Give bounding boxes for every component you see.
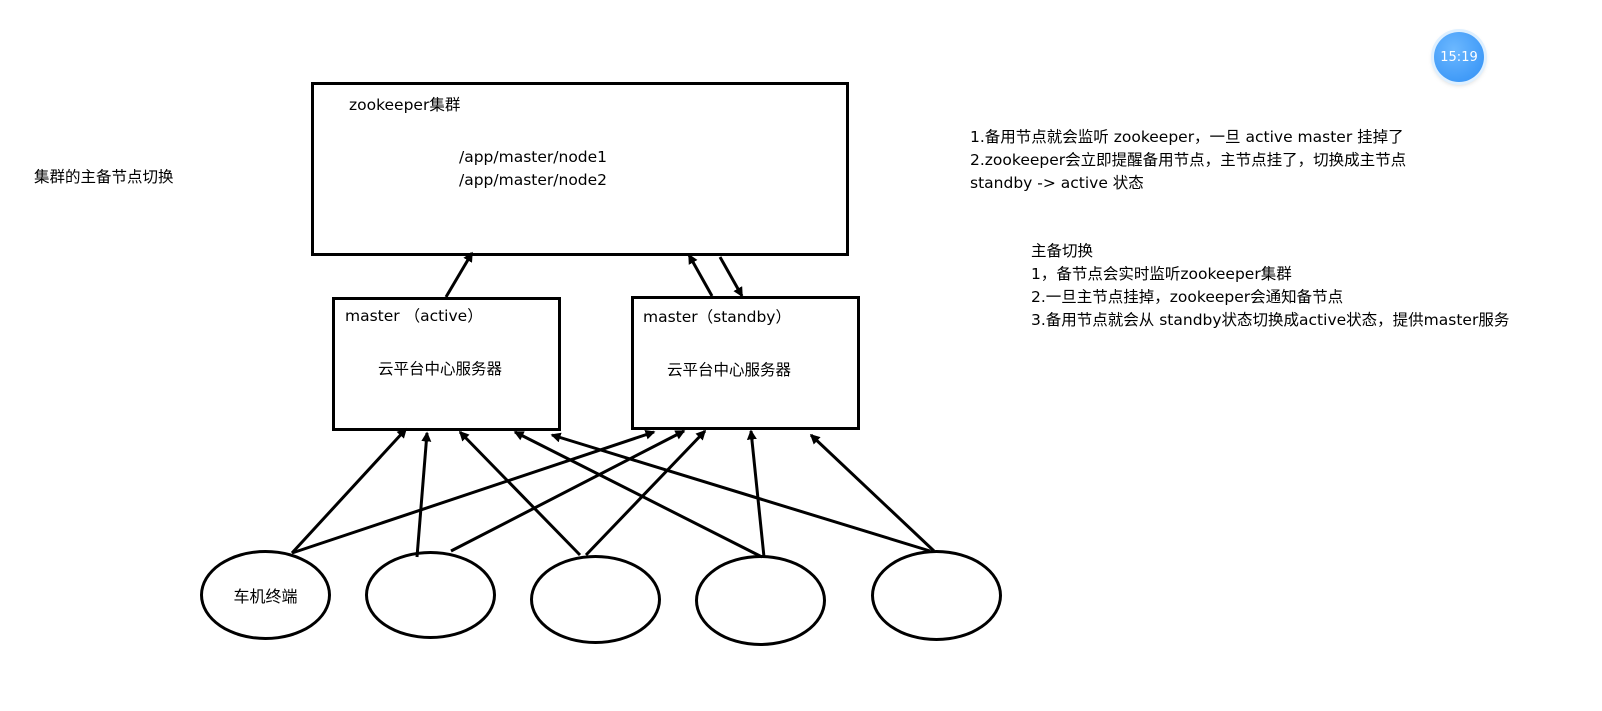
terminal-3[interactable] bbox=[530, 555, 661, 644]
arrow-t5-to-standby bbox=[809, 433, 936, 553]
arrow-zookeeper-to-standby bbox=[718, 256, 744, 298]
zookeeper-cluster-box[interactable]: zookeeper集群 /app/master/node1 /app/maste… bbox=[311, 82, 849, 256]
zookeeper-node-2: /app/master/node2 bbox=[459, 171, 608, 189]
arrow-t1-to-active bbox=[290, 427, 408, 555]
notes-2-line-1: 主备切换 bbox=[1031, 242, 1094, 260]
master-standby-desc: 云平台中心服务器 bbox=[667, 361, 792, 379]
notes-2-line-3: 2.一旦主节点挂掉，zookeeper会通知备节点 bbox=[1031, 288, 1344, 306]
terminal-1-label: 车机终端 bbox=[233, 587, 298, 606]
arrow-t5-to-active bbox=[550, 432, 931, 553]
arrow-t3-to-active bbox=[458, 430, 582, 557]
arrow-active-to-zookeeper bbox=[444, 251, 474, 298]
notes-block-2: 主备切换 1，备节点会实时监听zookeeper集群 2.一旦主节点挂掉，zoo… bbox=[1031, 240, 1509, 332]
arrow-t4-to-standby bbox=[746, 429, 766, 558]
notes-1-line-2: 2.zookeeper会立即提醒备用节点，主节点挂了，切换成主节点 bbox=[970, 151, 1407, 169]
master-active-desc: 云平台中心服务器 bbox=[378, 360, 503, 378]
terminal-5[interactable] bbox=[871, 550, 1002, 641]
terminal-1[interactable]: 车机终端 bbox=[200, 550, 331, 640]
clock-time: 15:19 bbox=[1440, 49, 1478, 65]
master-active-label: master （active） bbox=[345, 307, 483, 325]
notes-block-1: 1.备用节点就会监听 zookeeper，一旦 active master 挂掉… bbox=[970, 126, 1406, 195]
arrow-t4-to-active bbox=[513, 430, 763, 559]
notes-2-line-4: 3.备用节点就会从 standby状态切换成active状态，提供master服… bbox=[1031, 311, 1510, 329]
clock-badge[interactable]: 15:19 bbox=[1434, 32, 1484, 82]
master-standby-label: master（standby） bbox=[643, 308, 791, 326]
arrow-t3-to-standby bbox=[584, 429, 707, 557]
arrow-t1-to-standby bbox=[291, 429, 656, 555]
terminal-2[interactable] bbox=[365, 551, 496, 639]
arrow-standby-to-zookeeper bbox=[687, 253, 714, 297]
arrow-t2-to-standby bbox=[450, 429, 686, 553]
notes-2-line-2: 1，备节点会实时监听zookeeper集群 bbox=[1031, 265, 1292, 283]
page-title: 集群的主备节点切换 bbox=[34, 168, 174, 186]
master-active-box[interactable]: master （active） 云平台中心服务器 bbox=[332, 297, 561, 431]
master-standby-box[interactable]: master（standby） 云平台中心服务器 bbox=[631, 296, 860, 430]
zookeeper-title: zookeeper集群 bbox=[349, 96, 461, 114]
notes-1-line-3: standby -> active 状态 bbox=[970, 174, 1144, 192]
zookeeper-node-1: /app/master/node1 bbox=[459, 148, 608, 166]
notes-1-line-1: 1.备用节点就会监听 zookeeper，一旦 active master 挂掉… bbox=[970, 128, 1404, 146]
arrow-t2-to-active bbox=[415, 431, 432, 558]
